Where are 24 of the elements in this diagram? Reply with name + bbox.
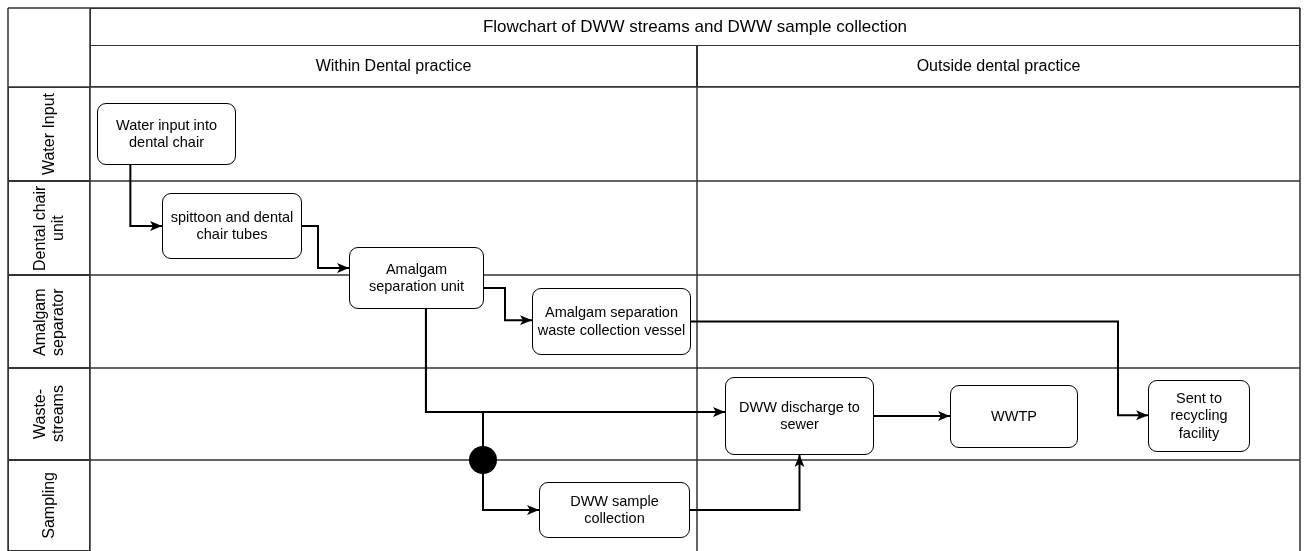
arrow <box>301 225 350 274</box>
junction-dot <box>469 446 497 474</box>
column-header: Outside dental practice <box>697 45 1300 87</box>
process-box: spittoon and dental chair tubes <box>162 193 302 259</box>
process-box: DWW discharge to sewer <box>725 377 874 455</box>
process-box: Amalgam separation waste collection vessel <box>532 288 691 355</box>
column-header: Within Dental practice <box>90 45 697 87</box>
arrow <box>873 411 951 421</box>
arrow <box>129 164 163 231</box>
lane-header: Sampling <box>8 460 90 551</box>
process-box: Amalgam separation unit <box>349 247 484 309</box>
process-box: Water input into dental chair <box>97 103 236 165</box>
arrow <box>690 320 1149 421</box>
lane-header: Dental chair unit <box>8 181 90 275</box>
arrow <box>689 454 805 511</box>
diagram-title: Flowchart of DWW streams and DWW sample collection <box>90 8 1300 46</box>
lane-header: Waste-streams <box>8 368 90 460</box>
lane-header: Water Input <box>8 87 90 181</box>
process-box: WWTP <box>950 385 1078 448</box>
lane-header: Amalgam separator <box>8 275 90 368</box>
arrow <box>482 473 540 515</box>
process-box: Sent to recycling facility <box>1148 380 1250 452</box>
process-box: DWW sample collection <box>539 482 690 538</box>
arrow <box>483 286 533 326</box>
